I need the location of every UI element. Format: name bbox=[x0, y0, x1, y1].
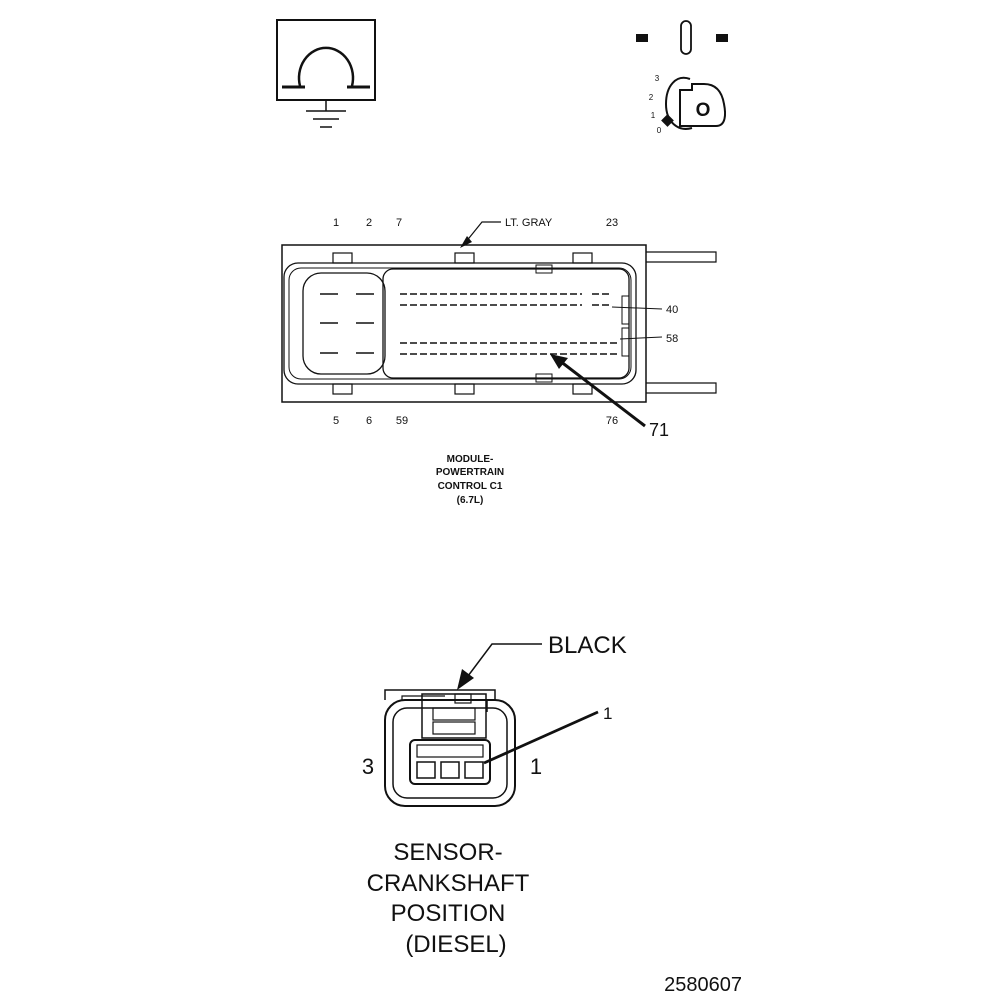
pcm-pin-label: 76 bbox=[606, 415, 618, 427]
key-position-1: 1 bbox=[651, 111, 656, 120]
pcm-caption-line: (6.7L) bbox=[457, 495, 484, 506]
pin-71-callout-line bbox=[559, 359, 646, 428]
key-letter: O bbox=[696, 100, 711, 121]
pcm-pin-label: 58 bbox=[666, 333, 678, 345]
ckp-caption-line: (DIESEL) bbox=[405, 931, 506, 958]
ignition-key-icon: O 3 2 1 0 bbox=[649, 74, 726, 135]
pcm-pin-label: 40 bbox=[666, 304, 678, 316]
ground-symbol bbox=[276, 19, 376, 128]
pin-40-leader bbox=[611, 306, 663, 310]
pcm-pin-label: 7 bbox=[396, 217, 402, 229]
key-position-3: 3 bbox=[655, 74, 660, 83]
figure-id: 2580607 bbox=[664, 974, 742, 996]
pcm-pin-label: 23 bbox=[606, 217, 618, 229]
pin-58-leader bbox=[619, 336, 663, 340]
pin-1-callout-line bbox=[483, 710, 599, 765]
pcm-pin-label: 5 bbox=[333, 415, 339, 427]
leader-arrowhead bbox=[460, 236, 472, 248]
pcm-pin-label: 6 bbox=[366, 415, 372, 427]
ckp-callout-pin: 1 bbox=[603, 704, 612, 723]
pcm-color-label: LT. GRAY bbox=[505, 217, 553, 229]
pcm-caption-line: CONTROL C1 bbox=[438, 481, 503, 492]
pcm-connector: 1 2 7 23 LT. GRAY bbox=[281, 217, 717, 506]
key-position-2: 2 bbox=[649, 93, 654, 102]
ckp-left-pin-label: 3 bbox=[362, 754, 374, 779]
callout-arrowhead bbox=[550, 354, 568, 369]
pcm-pin-label: 59 bbox=[396, 415, 408, 427]
ignition-switch-icon bbox=[636, 20, 728, 55]
ckp-caption-line: CRANKSHAFT bbox=[367, 870, 530, 897]
color-leader-line bbox=[464, 643, 542, 681]
ckp-caption-line: POSITION bbox=[391, 900, 506, 927]
leader-arrowhead bbox=[457, 669, 474, 690]
ckp-color-label: BLACK bbox=[548, 632, 627, 659]
ckp-connector: BLACK 1 3 1 SENSOR- CRANKSHAFT POSITION … bbox=[362, 632, 627, 958]
pcm-caption-line: POWERTRAIN bbox=[436, 467, 504, 478]
pcm-pin-label: 1 bbox=[333, 217, 339, 229]
ckp-right-pin-label: 1 bbox=[530, 754, 542, 779]
key-position-0: 0 bbox=[657, 126, 662, 135]
pcm-callout-pin: 71 bbox=[649, 420, 669, 440]
ckp-caption-line: SENSOR- bbox=[393, 839, 502, 866]
color-leader-line bbox=[464, 221, 501, 244]
pcm-pin-label: 2 bbox=[366, 217, 372, 229]
pcm-caption-line: MODULE- bbox=[447, 454, 494, 465]
